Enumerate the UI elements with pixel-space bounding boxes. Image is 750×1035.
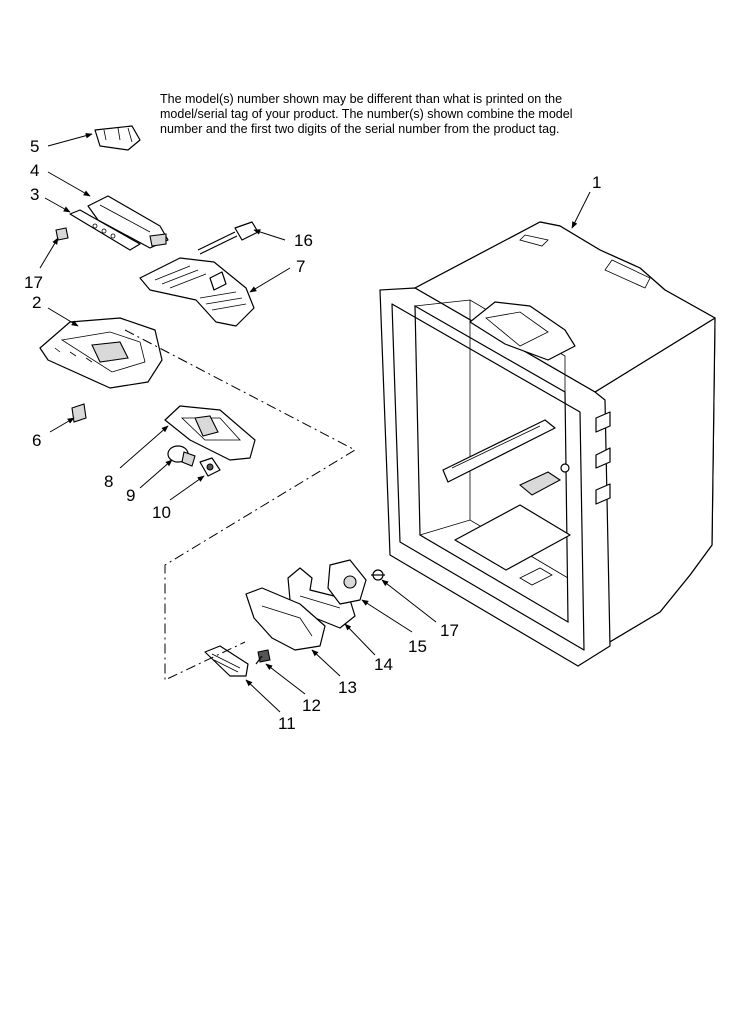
note-line-1: The model(s) number shown may be differe… xyxy=(160,92,563,106)
model-number-note: The model(s) number shown may be differe… xyxy=(160,92,600,137)
callout-12: 12 xyxy=(302,696,321,715)
part-7-grille xyxy=(139,257,255,327)
callout-5: 5 xyxy=(30,137,39,156)
part-5-cover xyxy=(94,125,141,151)
callout-16: 16 xyxy=(294,231,313,250)
part-10-socket xyxy=(199,457,221,477)
callout-1: 1 xyxy=(592,173,601,192)
assembly-boundary-line xyxy=(124,329,357,681)
part-11-lens xyxy=(204,645,249,677)
callout-17-upper: 17 xyxy=(24,273,43,292)
callout-9: 9 xyxy=(126,486,135,505)
callout-3: 3 xyxy=(30,185,39,204)
note-line-2: model/serial tag of your product. The nu… xyxy=(160,107,573,121)
part-15-motor xyxy=(327,559,367,605)
callout-8: 8 xyxy=(104,472,113,491)
part-17-screw-lower xyxy=(371,569,385,581)
part-2-control-housing xyxy=(39,317,163,389)
callout-11: 11 xyxy=(278,714,296,733)
part-8-light-housing xyxy=(164,405,256,461)
part-3-strip xyxy=(69,209,141,251)
note-line-3: number and the first two digits of the s… xyxy=(160,122,560,136)
part-4-housing xyxy=(87,195,169,249)
part-13-cover xyxy=(245,587,326,651)
part-1-liner xyxy=(379,221,716,667)
part-9-bulb xyxy=(167,445,196,467)
callout-14: 14 xyxy=(374,655,393,674)
callout-7: 7 xyxy=(296,257,305,276)
callout-4: 4 xyxy=(30,161,39,180)
leader-lines xyxy=(39,132,591,713)
callout-17-lower: 17 xyxy=(440,621,459,640)
callout-numbers: 1 5 4 3 17 16 7 2 6 8 9 10 17 15 14 13 1… xyxy=(24,137,601,733)
callout-2: 2 xyxy=(32,293,41,312)
callout-6: 6 xyxy=(32,431,41,450)
callout-15: 15 xyxy=(408,637,427,656)
part-6-switch xyxy=(71,403,87,423)
callout-10: 10 xyxy=(152,503,171,522)
part-16-probe xyxy=(197,221,259,255)
callout-13: 13 xyxy=(338,678,357,697)
part-12-screw xyxy=(255,649,271,665)
part-17-clip-upper xyxy=(55,227,69,241)
